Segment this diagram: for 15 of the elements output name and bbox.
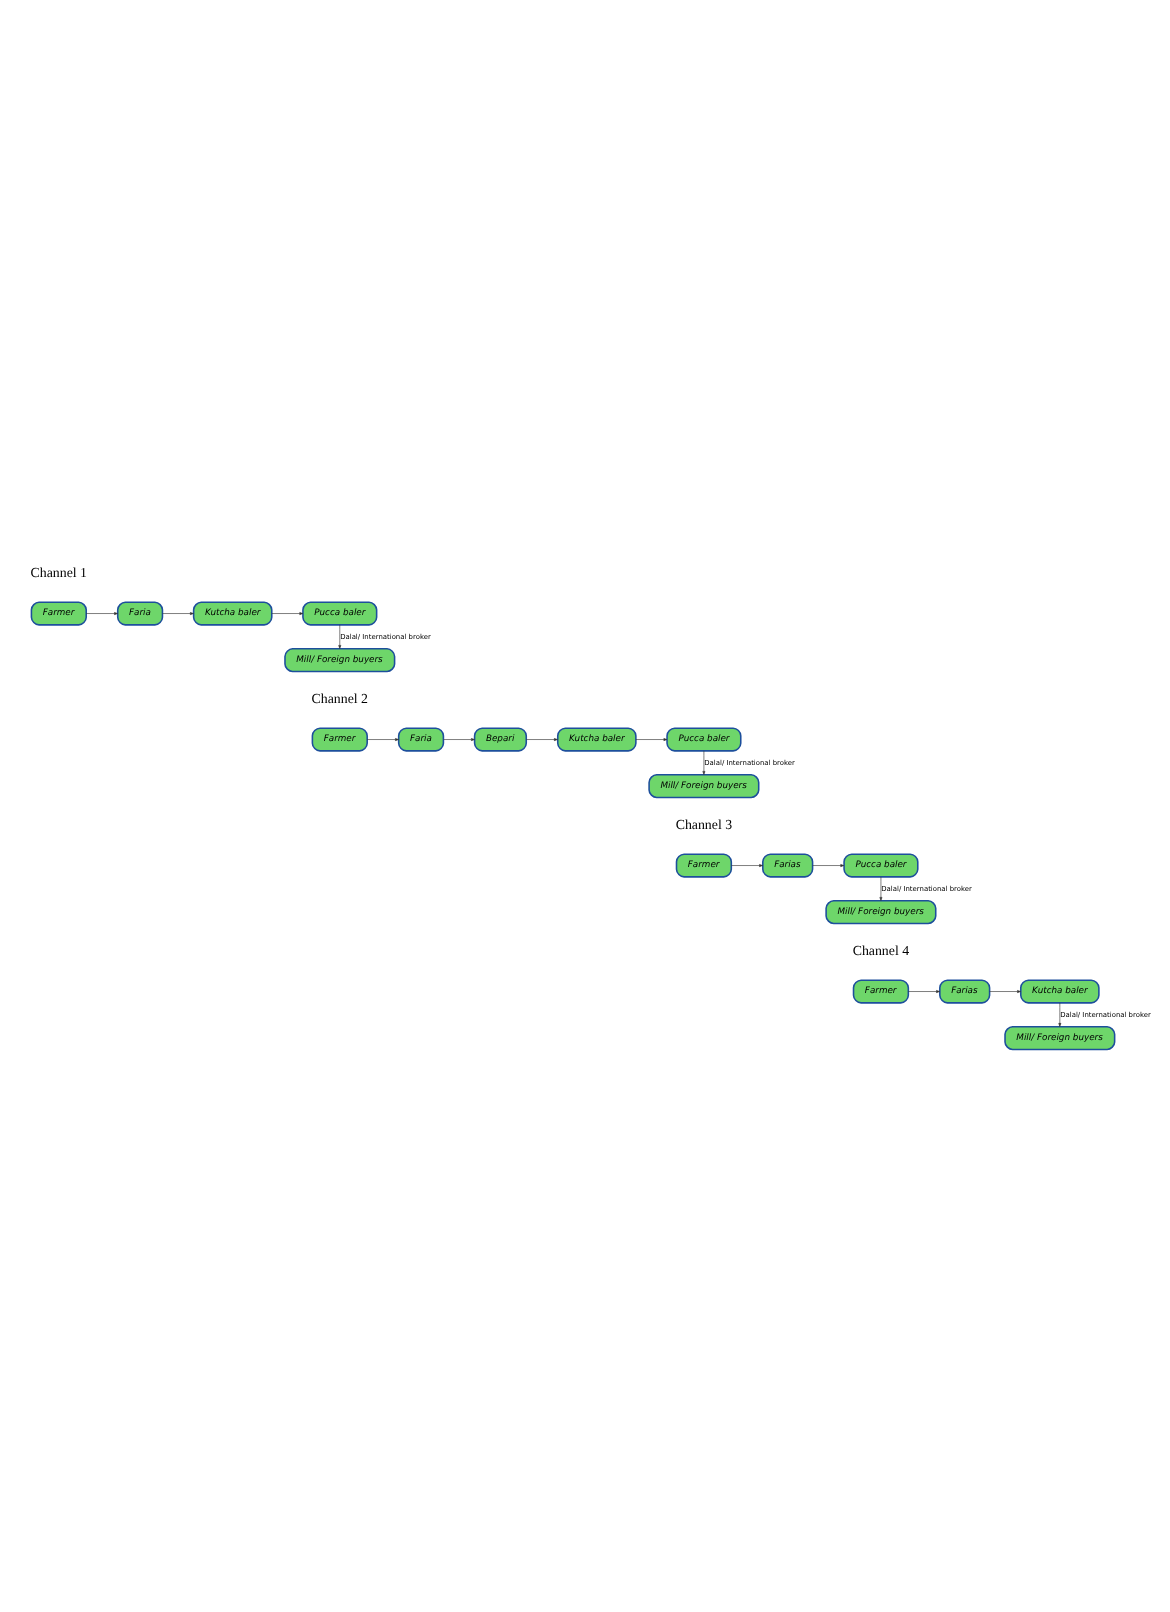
arrow bbox=[879, 876, 883, 901]
arrow bbox=[366, 738, 399, 741]
arrow bbox=[731, 864, 763, 867]
arrow bbox=[443, 738, 475, 741]
arrow bbox=[908, 990, 940, 993]
arrow bbox=[812, 864, 845, 867]
arrow bbox=[162, 612, 194, 615]
arrow bbox=[1058, 1002, 1062, 1027]
arrow bbox=[989, 990, 1021, 993]
arrow bbox=[85, 612, 118, 615]
arrow bbox=[702, 750, 706, 775]
arrow bbox=[635, 738, 668, 741]
arrow bbox=[526, 738, 558, 741]
arrow bbox=[338, 624, 342, 649]
arrow bbox=[271, 612, 304, 615]
